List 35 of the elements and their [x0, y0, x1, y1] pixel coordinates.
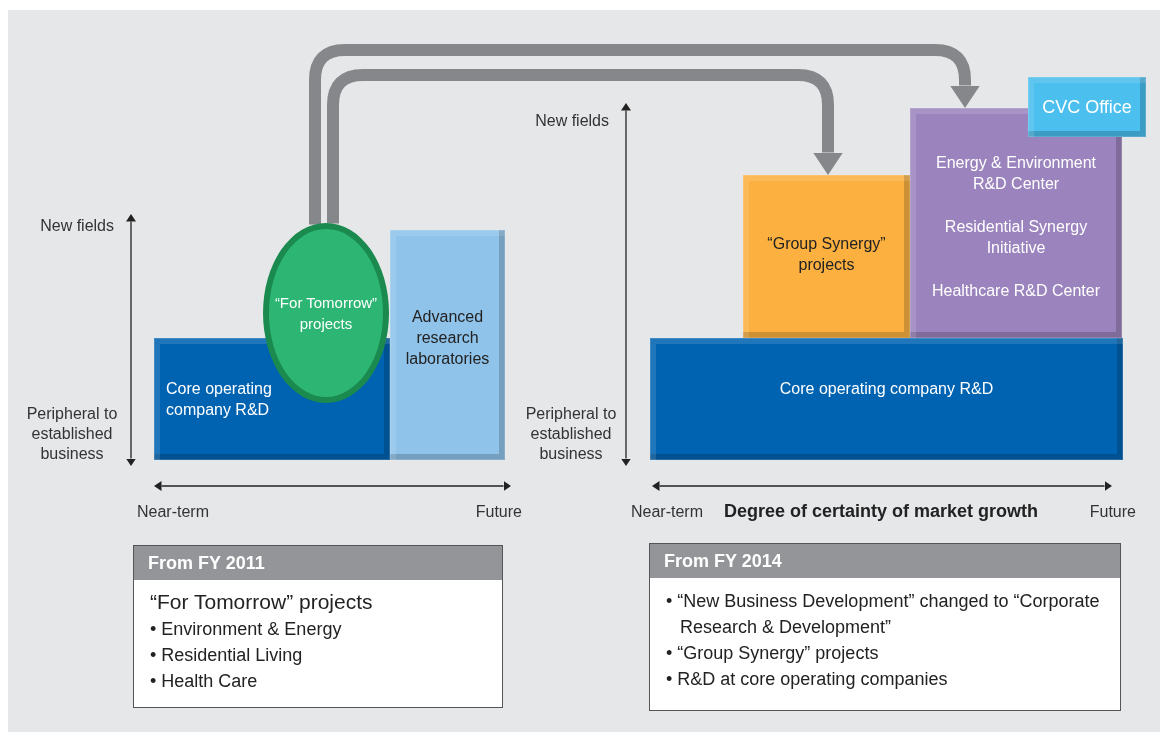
box-label: Healthcare R&D Center: [930, 281, 1102, 301]
bullet-item: • Residential Living: [150, 644, 304, 667]
info-panel: [649, 543, 1121, 711]
panel-header: From FY 2014: [650, 544, 1120, 578]
process-box: [390, 230, 505, 460]
axis-label: Future: [474, 502, 522, 522]
box-label: Core operating company R&D: [166, 379, 273, 420]
box-label: Core operating company R&D: [778, 379, 995, 399]
panel-subheading: “For Tomorrow” projects: [149, 589, 374, 615]
axis-title: Degree of certainty of market growth: [724, 501, 1040, 521]
info-panel: [133, 545, 503, 708]
axis-label: New fields: [40, 216, 114, 236]
axis-label: Peripheral to established business: [25, 404, 119, 464]
ellipse-label: “For Tomorrow” projects: [273, 293, 379, 334]
arrow: [327, 69, 843, 224]
process-box: [1028, 77, 1146, 137]
bullet-item: • Health Care: [150, 670, 259, 693]
box-label: CVC Office: [1041, 97, 1133, 118]
axis-label: Future: [1088, 502, 1136, 522]
axis-label: Near-term: [631, 502, 704, 522]
process-box: [650, 338, 1123, 460]
process-box: [743, 175, 910, 338]
box-label: Residential Synergy Initiative: [943, 217, 1089, 258]
axis-label: Peripheral to established business: [524, 404, 618, 464]
box-label: “Group Synergy” projects: [766, 234, 887, 275]
axis-label: Near-term: [137, 502, 210, 522]
box-label: Advanced research laboratories: [404, 307, 491, 369]
panel-header: From FY 2011: [134, 546, 502, 580]
bullet-item: • Environment & Energy: [150, 618, 343, 641]
arrow: [309, 44, 980, 225]
box-label: Energy & Environment R&D Center: [934, 153, 1098, 194]
axis-label: New fields: [535, 111, 609, 131]
bullet-item: • R&D at core operating companies: [666, 668, 949, 691]
bullet-item: • “New Business Development” changed to “Corporate Research & Development”: [666, 590, 1101, 639]
bullet-item: • “Group Synergy” projects: [666, 642, 880, 665]
